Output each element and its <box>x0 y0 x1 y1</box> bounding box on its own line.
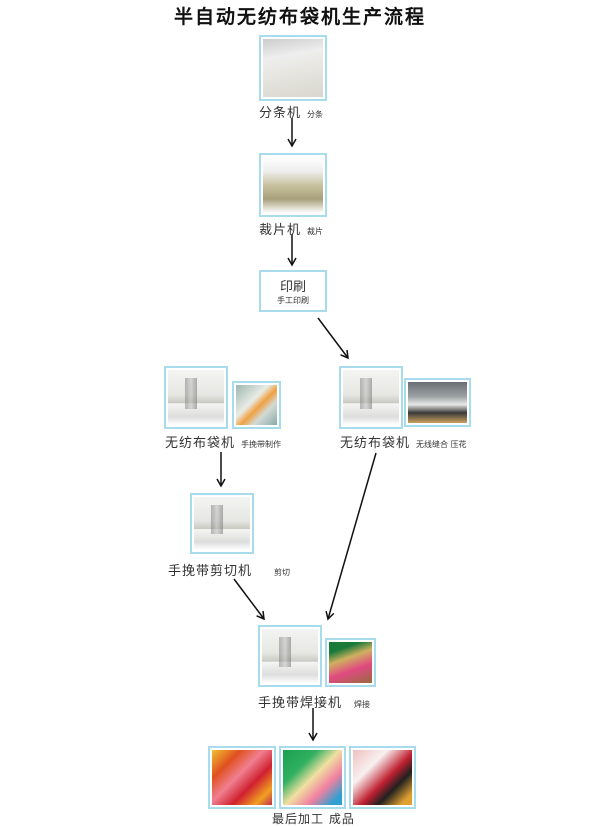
bag-machine-left-label: 无纺布袋机手挽带制作 <box>165 432 281 451</box>
handle-welder-note: 焊接 <box>354 700 371 709</box>
handle-cutter-note: 剪切 <box>274 568 291 577</box>
handle-welder-label: 手挽带焊接机 焊接 <box>258 692 370 711</box>
printing-note: 手工印刷 <box>277 296 309 305</box>
bag-machine-left-photo <box>164 366 228 429</box>
printing-title: 印刷 <box>279 280 306 295</box>
printing-box: 印刷 手工印刷 <box>259 270 327 312</box>
slitting-note: 分条 <box>307 110 324 119</box>
handle-welder-name: 手挽带焊接机 <box>258 696 343 711</box>
finished-bags-photo-1 <box>208 746 276 809</box>
arrow-printing-to-bag-right <box>317 317 349 360</box>
handle-cutter-label: 手挽带剪切机 剪切 <box>168 560 290 579</box>
bag-machine-left-note: 手挽带制作 <box>241 440 282 449</box>
bag-machine-right-label: 无纺布袋机无线缝合 压花 <box>340 432 467 451</box>
page-title: 半自动无纺布袋机生产流程 <box>173 6 426 28</box>
bag-machine-right-name: 无纺布袋机 <box>340 436 411 451</box>
finished-bags-photo-3 <box>349 746 416 809</box>
cutting-machine-photo <box>259 153 327 217</box>
finished-bags-photo-2 <box>279 746 346 809</box>
final-label: 最后加工 成品 <box>272 812 355 826</box>
handle-welder-photo <box>258 625 322 687</box>
bag-machine-right-photo <box>339 366 403 429</box>
handle-making-photo <box>232 381 281 429</box>
handle-cutter-photo <box>190 493 254 554</box>
factory-photo <box>404 378 471 427</box>
bag-machine-right-note: 无线缝合 压花 <box>416 440 467 449</box>
handle-cutter-name: 手挽带剪切机 <box>168 564 253 579</box>
cutting-note: 裁片 <box>307 227 324 236</box>
welding-scene-photo <box>325 638 376 687</box>
cutting-name: 裁片机 <box>259 223 302 238</box>
cutting-label: 裁片机裁片 <box>259 219 323 238</box>
arrow-bag-right-to-welder <box>325 452 377 621</box>
bag-machine-left-name: 无纺布袋机 <box>165 436 236 451</box>
slitting-label: 分条机分条 <box>259 102 323 121</box>
slitting-name: 分条机 <box>259 106 302 121</box>
arrow-handle-cutter-to-welder <box>233 578 265 621</box>
slitting-machine-photo <box>259 35 327 101</box>
